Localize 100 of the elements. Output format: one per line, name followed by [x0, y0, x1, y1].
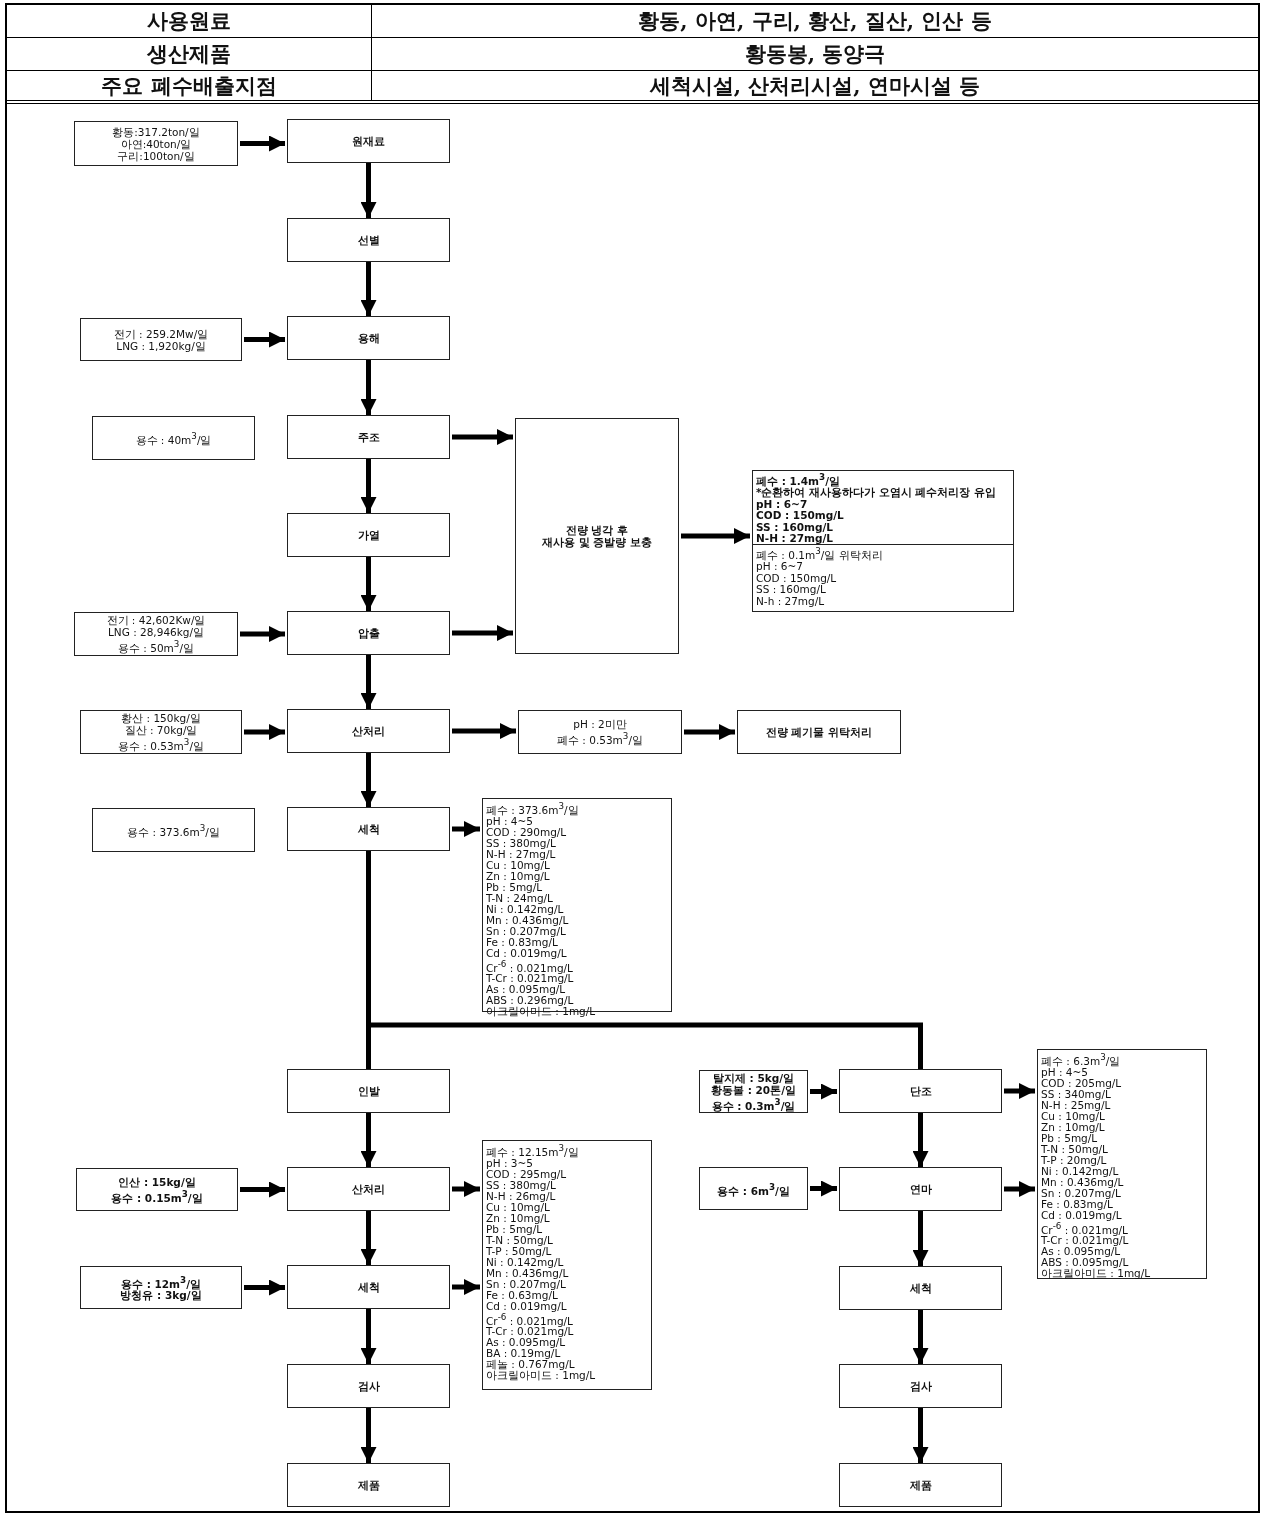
arrow [360, 459, 377, 513]
arrow [452, 1181, 480, 1197]
wastewater-text: 폐수 : 373.6m$^{3}$/일 [486, 801, 579, 816]
wastewater-text: Zn : 10mg/L [486, 1212, 550, 1224]
wastewater-text: Cu : 10mg/L [486, 859, 550, 871]
wastewater-text: Sn : 0.207mg/L [486, 925, 566, 937]
wastewater-box [482, 1140, 652, 1390]
process-label: 세척 [357, 1281, 380, 1293]
wastewater-text: 폐수 : 1.4m$^{3}$/일 [756, 472, 840, 487]
wastewater-text: T-Cr : 0.021mg/L [1041, 1235, 1129, 1246]
process-label: 주조 [357, 431, 380, 443]
input-text: 용수 : 6m$^{3}$/일 [717, 1180, 790, 1197]
process-box [287, 1167, 450, 1211]
process-box [839, 1266, 1002, 1310]
wastewater-text: Ni : 0.142mg/L [486, 903, 564, 915]
input-text: 용수 : 0.15m$^{3}$/일 [111, 1188, 203, 1204]
wastewater-text: Cd : 0.019mg/L [486, 947, 567, 959]
input-box [699, 1070, 808, 1113]
arrow [360, 1211, 377, 1265]
arrow [452, 1279, 480, 1295]
wastewater-text: T-Cr : 0.021mg/L [486, 973, 574, 984]
process-label: 검사 [909, 1380, 932, 1392]
input-box [699, 1167, 808, 1210]
wastewater-text: ABS : 0.296mg/L [486, 995, 574, 1006]
process-box [287, 1265, 450, 1309]
input-text: 용수 : 0.53m$^{3}$/일 [118, 736, 204, 752]
wastewater-text: 폐수 : 0.1m$^{3}$/일 위탁처리 [756, 546, 883, 561]
input-box [518, 710, 682, 754]
wastewater-text: pH : 4~5 [486, 815, 533, 827]
wastewater-text: As : 0.095mg/L [486, 984, 566, 995]
input-text: 황산 : 150kg/일 [121, 712, 201, 725]
wastewater-text: Mn : 0.436mg/L [1041, 1176, 1124, 1188]
input-text: LNG : 1,920kg/일 [116, 339, 206, 352]
process-label: 전량 폐기물 위탁처리 [765, 726, 873, 738]
wastewater-text: COD : 205mg/L [1041, 1077, 1122, 1089]
input-box [92, 416, 255, 460]
input-text: 전기 : 259.2Mw/일 [113, 327, 209, 340]
process-box [287, 513, 450, 557]
input-text: 탈지제 : 5kg/일 [712, 1071, 795, 1084]
table-cell: 주요 폐수배출지점 [7, 71, 372, 100]
wastewater-text: 페놀 : 0.767mg/L [486, 1359, 575, 1370]
wastewater-text: Mn : 0.436mg/L [486, 914, 569, 926]
wastewater-text: Cd : 0.019mg/L [1041, 1209, 1122, 1221]
arrow [912, 1408, 929, 1463]
process-box [839, 1463, 1002, 1507]
process-label: 검사 [357, 1380, 380, 1392]
process-label: 선별 [357, 234, 380, 246]
wastewater-text: Cu : 10mg/L [486, 1201, 550, 1213]
wastewater-text: COD : 150mg/L [756, 572, 837, 584]
arrow [360, 655, 377, 709]
wastewater-text: SS : 380mg/L [486, 837, 556, 849]
process-label: 인발 [357, 1085, 380, 1097]
wastewater-text: Zn : 10mg/L [1041, 1121, 1105, 1133]
input-text: 폐수 : 0.53m$^{3}$/일 [557, 730, 643, 746]
arrow [240, 1181, 285, 1198]
wastewater-text: COD : 290mg/L [486, 826, 567, 838]
input-text: 용수 : 50m$^{3}$/일 [118, 638, 194, 654]
wastewater-text: As : 0.095mg/L [1041, 1246, 1121, 1257]
table-cell-text: 황동봉, 동양극 [743, 40, 887, 68]
process-label: 세척 [357, 823, 380, 835]
wastewater-text: Ni : 0.142mg/L [486, 1256, 564, 1268]
input-text: 용수 : 12m$^{3}$/일 [121, 1273, 201, 1290]
arrow [360, 1408, 377, 1463]
input-box [92, 808, 255, 852]
table-cell-text: 세척시설, 산처리시설, 연마시설 등 [648, 71, 982, 100]
table-cell: 생산제품 [7, 38, 372, 70]
input-box [80, 710, 242, 754]
wastewater-text: COD : 295mg/L [486, 1168, 567, 1180]
process-box [287, 807, 450, 851]
input-text: pH : 2미만 [573, 718, 627, 731]
input-text: 방청유 : 3kg/일 [120, 1289, 202, 1302]
wastewater-text: N-H : 25mg/L [1041, 1099, 1111, 1111]
wastewater-text: T-P : 50mg/L [486, 1245, 552, 1257]
process-label: 단조 [909, 1085, 932, 1097]
process-label: 원재료 [352, 135, 385, 147]
process-box [287, 218, 450, 262]
wastewater-text: pH : 3~5 [486, 1157, 533, 1169]
arrow [452, 429, 513, 445]
input-box [80, 318, 242, 361]
wastewater-text: T-Cr : 0.021mg/L [486, 1326, 574, 1337]
process-box [287, 1463, 450, 1507]
arrow [912, 1310, 929, 1364]
input-text: LNG : 28,946kg/일 [107, 626, 205, 639]
input-text: 용수 : 40m$^{3}$/일 [135, 430, 212, 446]
input-text: 아연:40ton/일 [120, 137, 192, 150]
process-label: 세척 [909, 1282, 932, 1294]
process-box [287, 709, 450, 753]
wastewater-text: Pb : 5mg/L [486, 881, 543, 893]
wastewater-text: ABS : 0.095mg/L [1041, 1257, 1129, 1268]
process-label: 제품 [909, 1479, 932, 1491]
process-box [515, 418, 679, 654]
arrow [240, 135, 285, 152]
wastewater-text: 아크릴아미드 : 1mg/L [486, 1370, 596, 1381]
wastewater-text: T-N : 50mg/L [486, 1234, 553, 1246]
wastewater-text: Fe : 0.83mg/L [1041, 1198, 1113, 1210]
wastewater-text: Cr$^{-6}$ : 0.021mg/L [486, 958, 573, 973]
process-label: 가열 [357, 529, 380, 541]
wastewater-text: 폐수 : 6.3m$^{3}$/일 [1041, 1052, 1121, 1067]
wastewater-text: Fe : 0.83mg/L [486, 936, 558, 948]
table-cell: 사용원료 [7, 5, 372, 37]
